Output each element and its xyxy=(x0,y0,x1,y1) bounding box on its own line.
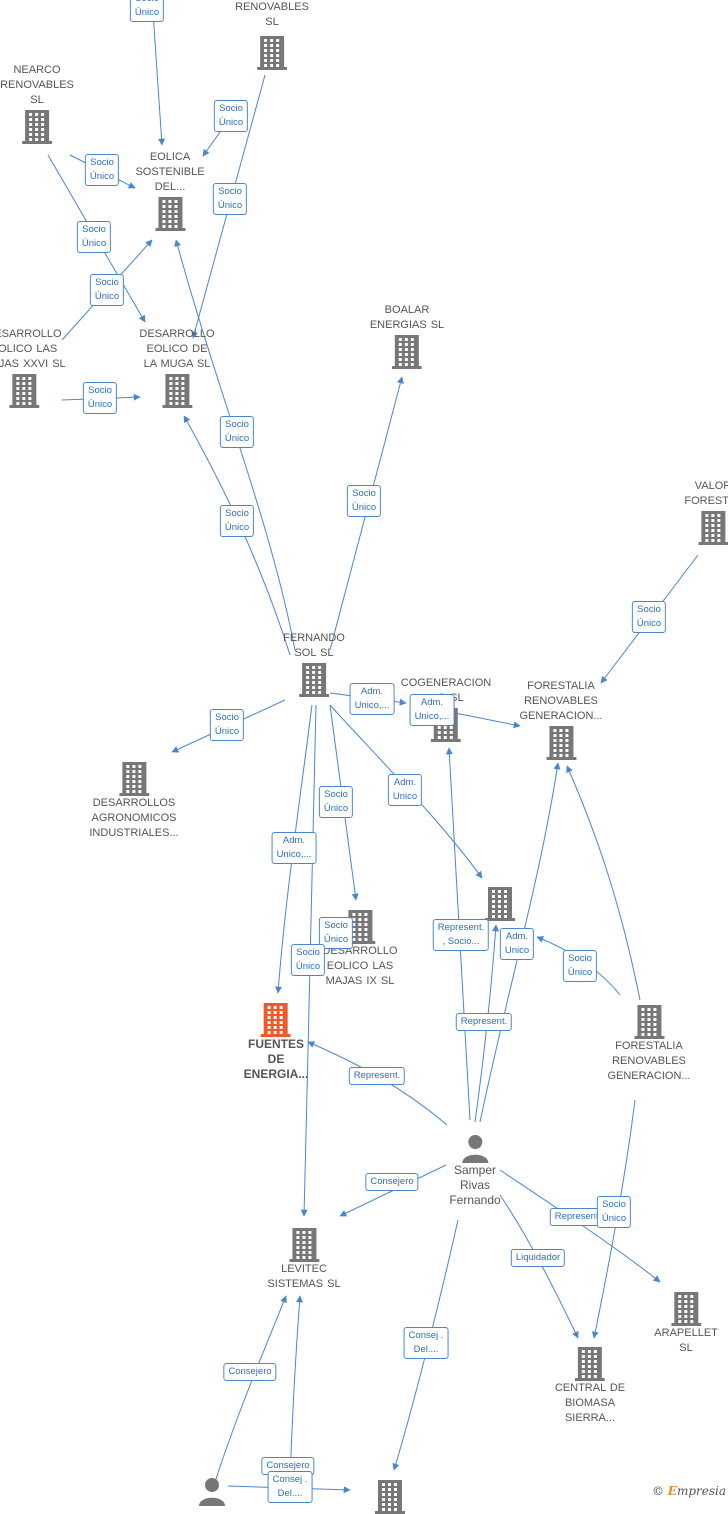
person-icon xyxy=(197,1476,227,1506)
node-label: FORESTALIA RENOVABLES GENERACION... xyxy=(519,680,603,722)
edge-label[interactable]: Socio Único xyxy=(596,1196,632,1228)
edge-label[interactable]: Adm. Unico,... xyxy=(409,694,455,726)
edge-label[interactable]: Liquidador xyxy=(510,1249,566,1267)
node-label: FUENTES DE ENERGIA... xyxy=(243,1037,309,1081)
node-label: DESARROLLO EOLICO LAS MAJAS XXVI SL xyxy=(0,328,66,370)
building-icon xyxy=(370,333,444,369)
node-label: CENTRAL DE BIOMASA SIERRA... xyxy=(554,1382,626,1424)
node-renovables-top[interactable]: RENOVABLES SL xyxy=(235,0,309,70)
edge-label[interactable]: Socio Único xyxy=(84,154,120,186)
node-person-bottom[interactable] xyxy=(197,1476,227,1506)
node-valor[interactable]: VALOR FORESTAL xyxy=(684,479,728,545)
node-label: BOALAR ENERGIAS SL xyxy=(369,304,445,331)
building-icon xyxy=(283,661,345,697)
node-samper[interactable]: Samper Rivas Fernando xyxy=(449,1133,501,1208)
node-boalar[interactable]: BOALAR ENERGIAS SL xyxy=(370,303,444,369)
edge-label[interactable]: Represent. , Socio... xyxy=(432,919,490,951)
node-label: EOLICA SOSTENIBLE DEL... xyxy=(135,151,205,193)
building-icon xyxy=(139,372,214,408)
edge-label[interactable]: Socio Único xyxy=(212,183,248,215)
edge-label[interactable]: Socio Único xyxy=(209,709,245,741)
edge-label[interactable]: Adm. Unico,... xyxy=(271,832,317,864)
edge-label[interactable]: Socio Único xyxy=(346,485,382,517)
edge-label[interactable]: Socio Único xyxy=(219,416,255,448)
building-icon xyxy=(244,1001,309,1037)
node-label: VALOR FORESTAL xyxy=(684,480,728,507)
building-icon xyxy=(0,372,66,408)
node-label: FORESTALIA RENOVABLES GENERACION... xyxy=(607,1040,691,1082)
node-label: RENOVABLES SL xyxy=(235,1,309,28)
building-icon xyxy=(267,1226,340,1262)
node-label: ARAPELLET SL xyxy=(654,1327,718,1354)
node-label: DESARROLLOS AGRONOMICOS INDUSTRIALES... xyxy=(89,797,179,839)
node-eolica[interactable]: EOLICA SOSTENIBLE DEL... xyxy=(135,150,205,231)
copyright-symbol: © xyxy=(651,1484,664,1498)
edge-label[interactable]: Socio Único xyxy=(290,944,326,976)
edge-label[interactable]: Socio Único xyxy=(318,786,354,818)
edge-label[interactable]: Socio Único xyxy=(213,100,249,132)
edge-label[interactable]: Socio Único xyxy=(631,601,667,633)
node-fernando[interactable]: FERNANDO SOL SL xyxy=(283,631,345,697)
node-fuentes[interactable]: FUENTES DE ENERGIA... xyxy=(243,1001,309,1082)
edge-label[interactable]: Socio Único xyxy=(76,221,112,253)
node-levitec[interactable]: LEVITEC SISTEMAS SL xyxy=(267,1226,341,1292)
edge-label[interactable]: Socio Único xyxy=(82,382,118,414)
person-icon xyxy=(449,1133,500,1163)
node-muga[interactable]: DESARROLLO EOLICO DE LA MUGA SL xyxy=(139,327,215,408)
building-icon xyxy=(654,1290,717,1326)
node-majas26[interactable]: DESARROLLO EOLICO LAS MAJAS XXVI SL xyxy=(0,327,66,408)
building-icon xyxy=(0,108,74,144)
node-label: FERNANDO SOL SL xyxy=(283,632,345,659)
edge-label[interactable]: Socio Único xyxy=(219,505,255,537)
edge-label[interactable]: Socio Único xyxy=(89,274,125,306)
node-forestalia2[interactable]: FORESTALIA RENOVABLES GENERACION... xyxy=(607,1003,691,1084)
node-label: NEARCO RENOVABLES SL xyxy=(0,64,74,106)
edge-label[interactable]: Consej . Del.... xyxy=(403,1327,449,1359)
node-label: LEVITEC SISTEMAS SL xyxy=(267,1263,341,1290)
edge-label[interactable]: Consejero xyxy=(365,1173,419,1191)
edge-label[interactable]: Adm. Unico xyxy=(387,774,423,806)
node-building-bottom[interactable] xyxy=(375,1478,405,1514)
building-icon xyxy=(235,34,309,70)
building-icon xyxy=(89,760,178,796)
node-central[interactable]: CENTRAL DE BIOMASA SIERRA... xyxy=(555,1345,625,1426)
node-forestalia1[interactable]: FORESTALIA RENOVABLES GENERACION... xyxy=(519,679,603,760)
empresia-watermark: © Empresia xyxy=(652,1484,726,1498)
edge-label[interactable]: Socio Único xyxy=(129,0,165,22)
node-unnamed-mid[interactable] xyxy=(485,885,515,921)
edge-label[interactable]: Consejero xyxy=(223,1363,277,1381)
edge-label[interactable]: Socio Único xyxy=(562,950,598,982)
building-icon xyxy=(607,1003,690,1039)
node-label: DESARROLLO EOLICO LAS MAJAS IX SL xyxy=(322,945,398,987)
edge-label[interactable]: Represent. xyxy=(455,1013,513,1031)
brand-initial: E xyxy=(667,1484,677,1498)
edge-label[interactable]: Adm. Unico xyxy=(499,928,535,960)
building-icon xyxy=(519,724,602,760)
building-icon xyxy=(135,195,204,231)
edge-label[interactable]: Socio Único xyxy=(318,917,354,949)
building-icon xyxy=(684,509,728,545)
node-label: DESARROLLO EOLICO DE LA MUGA SL xyxy=(139,328,215,370)
node-nearco[interactable]: NEARCO RENOVABLES SL xyxy=(0,63,74,144)
node-arapellet[interactable]: ARAPELLET SL xyxy=(654,1290,718,1356)
node-label: Samper Rivas Fernando xyxy=(449,1163,501,1207)
brand-name: mpresia xyxy=(676,1484,726,1498)
building-icon xyxy=(375,1478,405,1514)
building-icon xyxy=(485,885,515,921)
edge-label[interactable]: Adm. Unico,... xyxy=(349,683,395,715)
node-agronomicos[interactable]: DESARROLLOS AGRONOMICOS INDUSTRIALES... xyxy=(89,760,179,841)
building-icon xyxy=(555,1345,625,1381)
edge-label[interactable]: Represent. xyxy=(348,1067,406,1085)
edge-label[interactable]: Consej . Del.... xyxy=(267,1471,313,1503)
